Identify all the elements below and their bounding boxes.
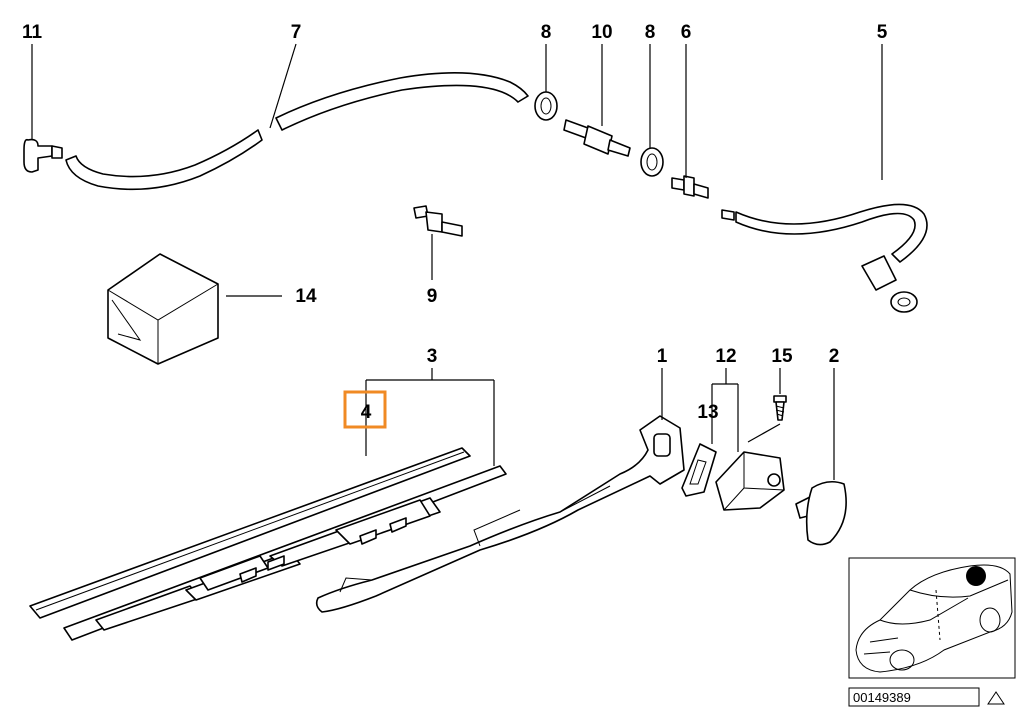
part-2-cap[interactable] <box>795 480 847 546</box>
label-11: 11 <box>22 22 43 43</box>
label-4: 4 <box>361 402 372 423</box>
label-8-right: 8 <box>645 22 656 43</box>
label-13: 13 <box>697 402 718 423</box>
part-14-box[interactable] <box>107 253 219 365</box>
selected-part-highlight <box>343 390 387 429</box>
part-6-connector[interactable] <box>671 175 709 199</box>
label-9: 9 <box>427 286 438 307</box>
part-3-wiper-blade[interactable] <box>63 465 507 641</box>
label-7: 7 <box>291 22 302 43</box>
part-7-hose[interactable] <box>65 72 529 191</box>
part-12-bracket[interactable] <box>715 451 785 511</box>
location-marker-icon <box>966 566 986 586</box>
reference-number-box: 00149389 <box>848 687 1005 707</box>
part-8-clamp-left[interactable] <box>534 91 558 121</box>
warning-triangle-icon <box>987 691 1005 705</box>
label-6: 6 <box>681 22 692 43</box>
part-10-check-valve[interactable] <box>563 119 631 157</box>
label-12: 12 <box>715 346 736 367</box>
label-15: 15 <box>771 346 793 367</box>
part-4-wiper-refill[interactable] <box>29 447 471 619</box>
part-8-clamp-right[interactable] <box>640 147 664 177</box>
part-1-wiper-arm[interactable] <box>315 415 685 613</box>
label-2: 2 <box>829 346 840 367</box>
label-5: 5 <box>877 22 888 43</box>
part-9-connector[interactable] <box>413 205 463 237</box>
part-5-hose-with-nozzle[interactable] <box>721 203 928 313</box>
car-locator-inset <box>848 557 1016 679</box>
part-13-gasket[interactable] <box>681 443 717 497</box>
reference-number: 00149389 <box>853 690 911 705</box>
part-15-screw[interactable] <box>773 395 787 421</box>
part-labels: 11 7 8 10 8 6 5 9 14 3 4 1 12 13 15 2 <box>22 22 888 423</box>
part-11-elbow-fitting[interactable] <box>23 138 63 173</box>
label-10: 10 <box>591 22 612 43</box>
label-8-left: 8 <box>541 22 552 43</box>
label-1: 1 <box>657 346 668 367</box>
label-3: 3 <box>427 346 438 367</box>
label-14: 14 <box>295 286 317 307</box>
